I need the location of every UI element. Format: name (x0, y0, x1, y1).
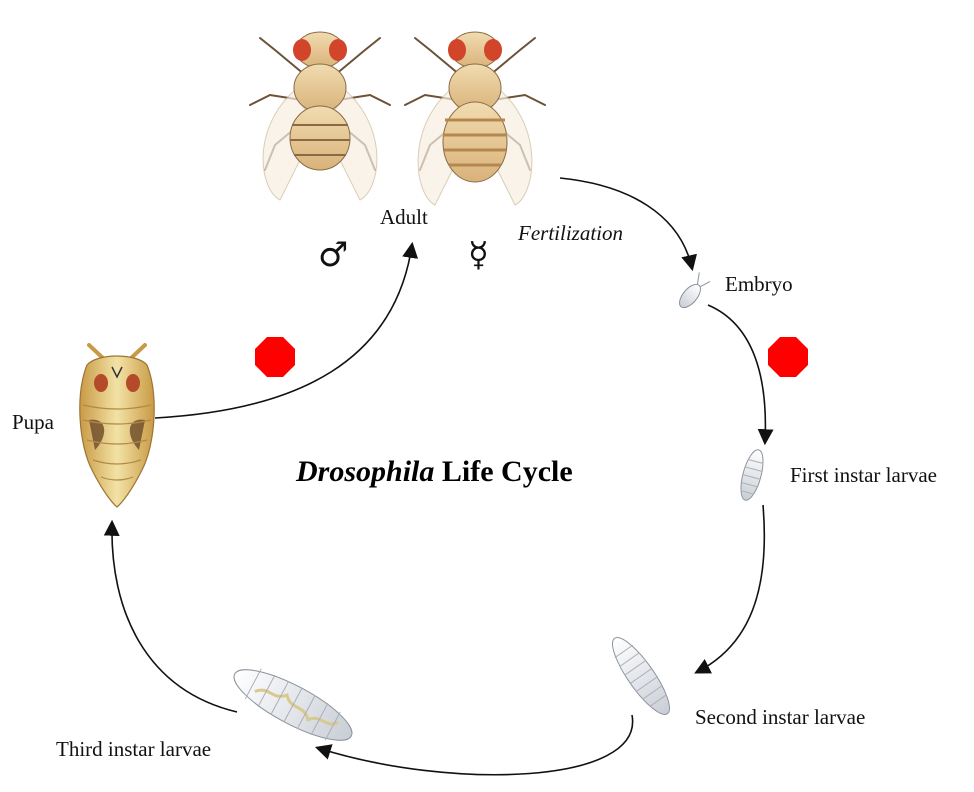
arrow-embryo-to-first (708, 305, 765, 442)
label-fertilization: Fertilization (518, 223, 623, 244)
label-first-instar: First instar larvae (790, 465, 937, 486)
label-second-instar: Second instar larvae (695, 707, 865, 728)
female-symbol-icon: ☿ (468, 238, 489, 272)
label-third-instar: Third instar larvae (56, 739, 211, 760)
arrow-pupa-to-adult (155, 245, 412, 418)
male-symbol-icon: ♂ (318, 238, 348, 272)
title-genus: Drosophila (296, 455, 434, 488)
label-adult: Adult (380, 207, 428, 228)
arrow-second-to-third (318, 715, 633, 775)
label-pupa: Pupa (12, 412, 54, 433)
pupa-icon (80, 345, 154, 507)
label-embryo: Embryo (725, 274, 793, 295)
diagram-title: Drosophila Life Cycle (296, 455, 573, 489)
stop-octagon-icon (768, 337, 808, 377)
title-rest: Life Cycle (442, 455, 573, 488)
larva-third-icon (226, 657, 360, 753)
arrow-third-to-pupa (112, 523, 237, 712)
fly-male-icon (250, 32, 390, 200)
fly-female-icon (405, 32, 545, 205)
larva-second-icon (604, 631, 678, 721)
embryo-icon (675, 272, 711, 311)
arrow-first-to-second (697, 505, 764, 672)
stop-octagon-icon (255, 337, 295, 377)
larva-first-icon (737, 448, 768, 503)
